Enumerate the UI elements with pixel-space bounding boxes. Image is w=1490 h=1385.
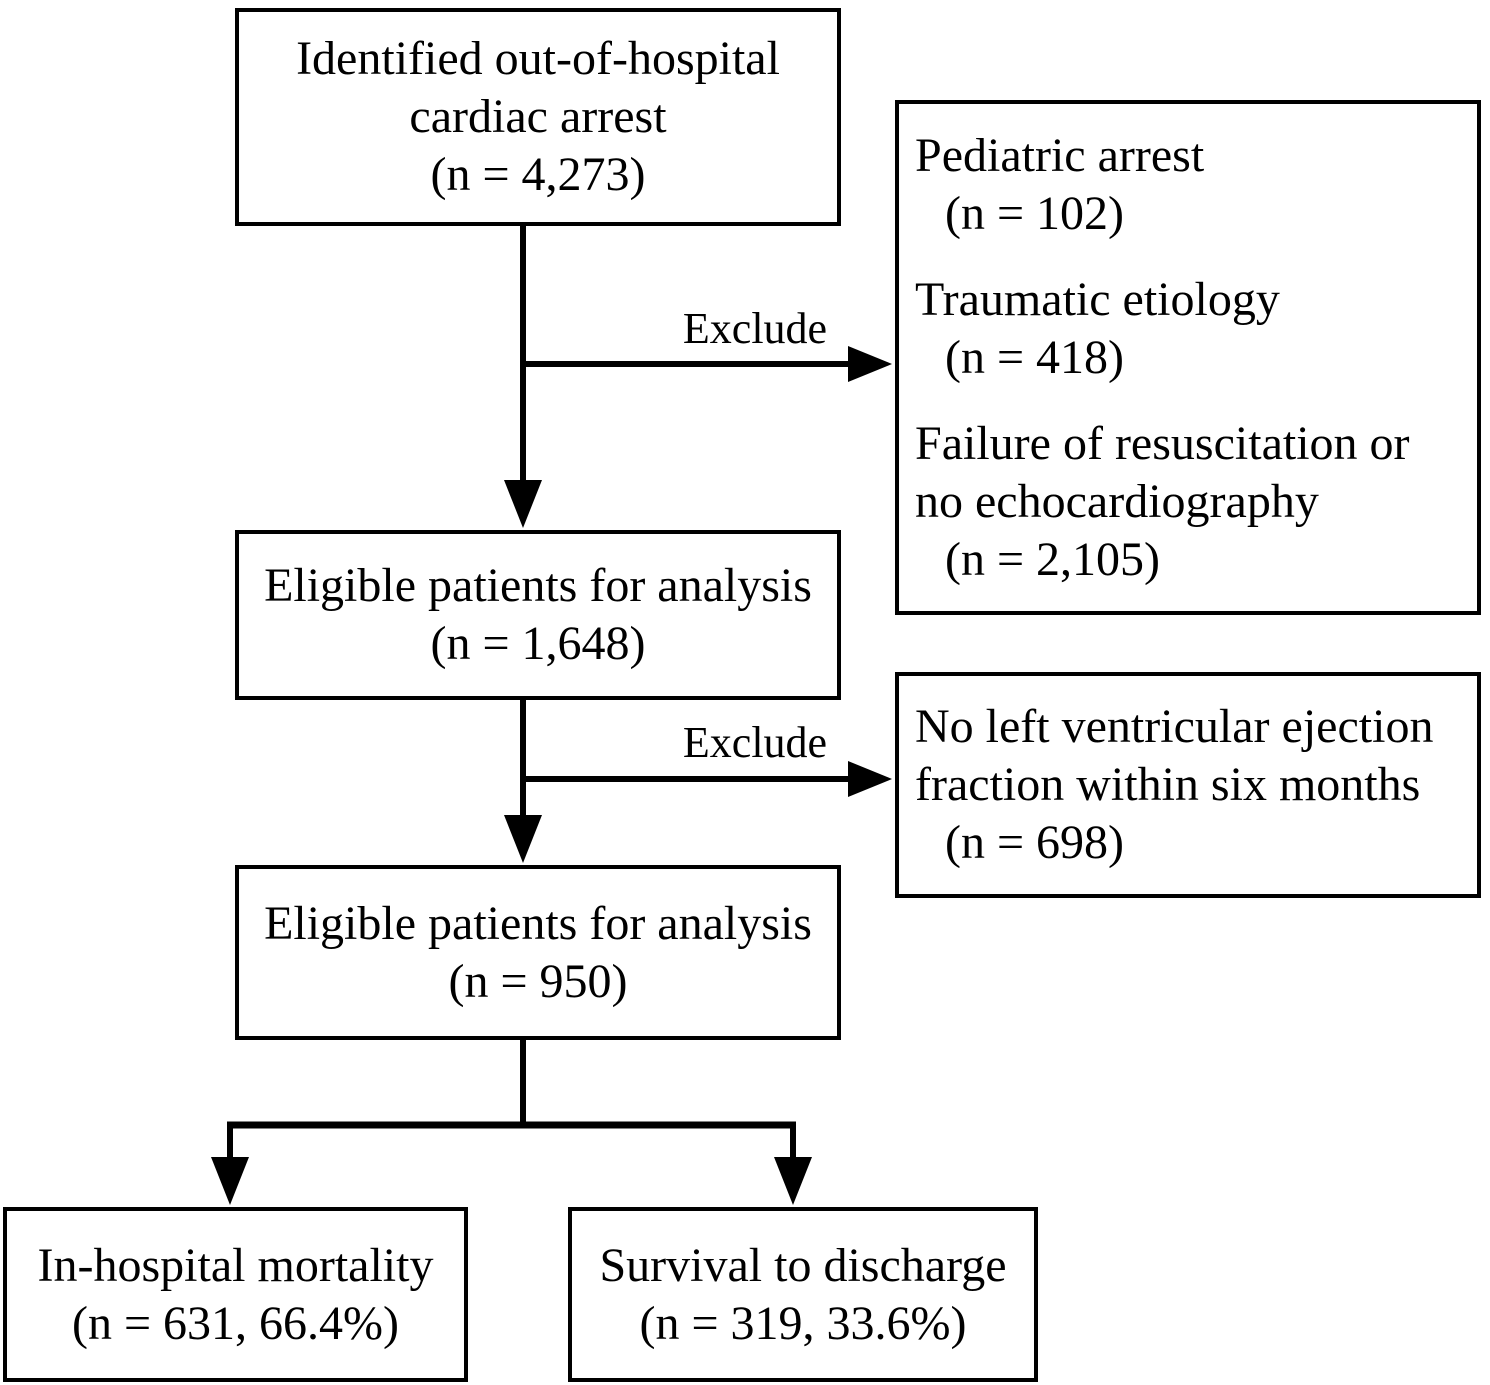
box-identified-cardiac-arrest: Identified out-of-hospital cardiac arres… [235,8,841,226]
exclusion-label: no echocardiography [915,474,1319,528]
exclusion-item-pediatric-arrest: Pediatric arrest (n = 102) [915,127,1204,243]
arrow-down-icon [774,1157,812,1205]
box-exclusions-initial: Pediatric arrest (n = 102) Traumatic eti… [895,100,1481,615]
box-text-line: (n = 631, 66.4%) [71,1296,400,1350]
arrow-right-icon [848,346,892,382]
box-text-line: (n = 319, 33.6%) [639,1296,967,1350]
exclusion-item-traumatic-etiology: Traumatic etiology (n = 418) [915,271,1280,387]
exclusion-count: (n = 2,105) [945,532,1161,586]
exclusion-count: (n = 698) [945,816,1125,869]
arrow-down-icon [211,1157,249,1205]
box-survival-to-discharge: Survival to discharge (n = 319, 33.6%) [568,1207,1038,1382]
box-in-hospital-mortality: In-hospital mortality (n = 631, 66.4%) [3,1207,468,1382]
exclusion-label: Traumatic etiology [915,272,1280,326]
box-exclusions-no-lvef: No left ventricular ejection fraction wi… [895,672,1481,898]
arrow-down-icon [504,815,542,863]
box-text-line: In-hospital mortality [37,1238,434,1292]
box-text-line: cardiac arrest [409,90,667,143]
exclusion-label: No left ventricular ejection [915,700,1434,753]
exclusion-item-failed-resuscitation: Failure of resuscitation or no echocardi… [915,415,1410,589]
arrow-down-icon [504,480,542,528]
exclusion-label: Pediatric arrest [915,128,1205,182]
box-eligible-patients-950: Eligible patients for analysis (n = 950) [235,865,841,1040]
exclusion-item-no-lvef: No left ventricular ejection fraction wi… [915,698,1433,872]
exclusion-count: (n = 418) [945,330,1125,384]
box-text-line: Eligible patients for analysis [264,896,812,950]
exclusion-label: Failure of resuscitation or [915,416,1410,470]
arrow-right-icon [848,761,892,797]
box-text-line: Eligible patients for analysis [264,559,812,612]
box-eligible-patients-1648: Eligible patients for analysis (n = 1,64… [235,530,841,700]
box-text-line: Survival to discharge [599,1238,1007,1292]
exclusion-label: fraction within six months [915,758,1421,811]
box-text-line: (n = 1,648) [430,617,646,670]
box-text-line: Identified out-of-hospital [296,32,780,85]
box-text-line: (n = 950) [448,954,628,1008]
box-text-line: (n = 4,273) [430,148,646,201]
exclude-arrow-label-2: Exclude [682,718,828,767]
exclusion-count: (n = 102) [945,186,1125,240]
exclude-arrow-label-1: Exclude [682,304,828,353]
